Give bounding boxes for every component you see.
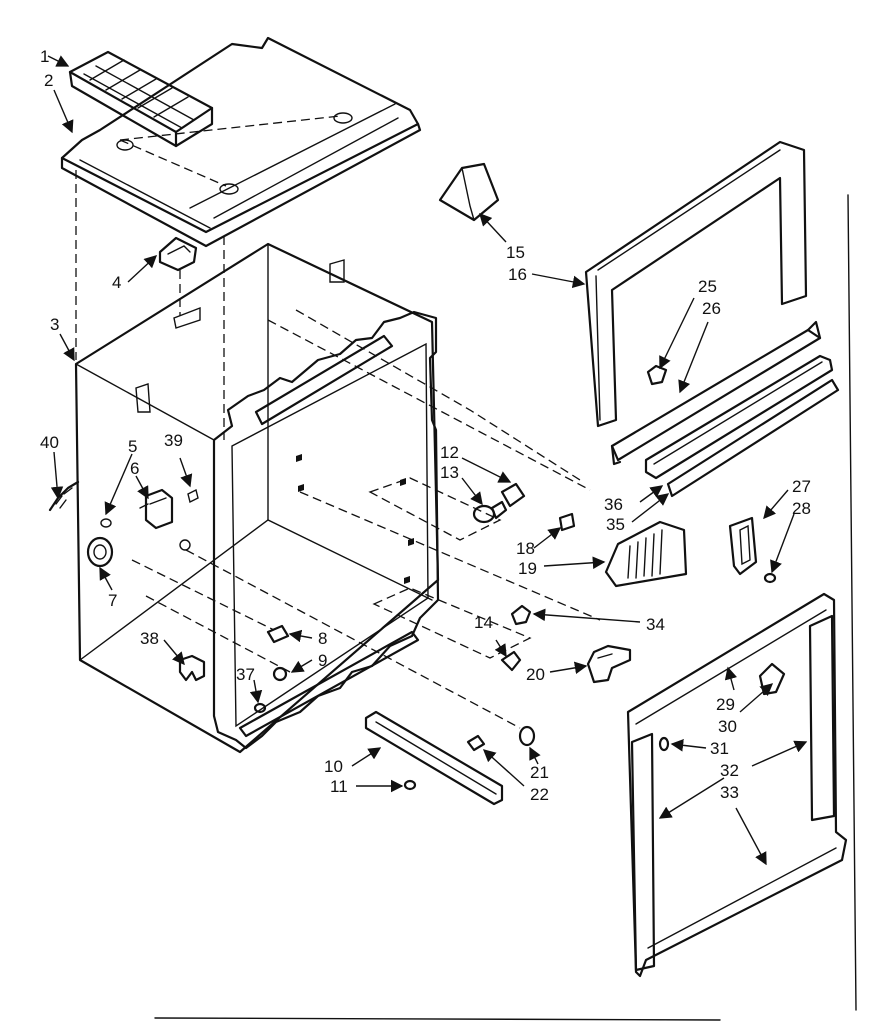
label-40: 40 [40,433,59,452]
upper-door-frame [584,140,808,428]
part-number-labels: 1 2 3 4 40 5 6 39 7 38 8 9 37 10 11 12 1… [40,47,811,804]
screw-5 [100,518,112,528]
cap-21 [518,725,536,747]
label-11: 11 [330,777,348,796]
label-19: 19 [518,559,537,578]
nut [272,666,288,682]
cabinet-liner [74,170,601,754]
label-30: 30 [718,717,737,736]
label-3: 3 [50,315,59,334]
label-29: 29 [716,695,735,714]
clip-14 [500,650,522,672]
label-31: 31 [710,739,729,758]
label-13: 13 [440,463,459,482]
label-33: 33 [720,783,739,802]
damper-bracket [158,236,198,272]
label-18: 18 [516,539,535,558]
door-trim-strip [644,354,840,498]
label-16: 16 [508,265,527,284]
thermostat-control [139,488,174,530]
leader-lines [47,55,808,866]
page-edge-line [847,194,857,1011]
label-26: 26 [702,299,721,318]
screw-31 [658,736,670,752]
bottom-rail [364,710,504,806]
light-switch [586,644,632,684]
label-10: 10 [324,757,343,776]
label-25: 25 [698,277,717,296]
knob [86,536,114,568]
door-stop-bracket [728,516,758,576]
bottom-edge-line [154,1017,721,1021]
light-socket [266,624,290,644]
door-light-switch [758,662,786,696]
label-7: 7 [108,591,117,610]
label-6: 6 [130,459,139,478]
label-12: 12 [440,443,459,462]
label-28: 28 [792,499,811,518]
label-32: 32 [720,761,739,780]
label-14: 14 [474,613,493,632]
screw-11 [403,779,417,791]
label-4: 4 [112,273,121,292]
label-34: 34 [646,615,665,634]
label-9: 9 [318,651,327,670]
label-39: 39 [164,431,183,450]
label-38: 38 [140,629,159,648]
clip-25 [646,364,668,386]
clip-22 [466,734,486,752]
hinge-cover [438,162,500,222]
label-21: 21 [530,763,549,782]
light-shield [604,520,688,588]
clip-39 [187,488,199,504]
wire-harness [48,480,80,512]
clip-38 [178,654,206,682]
label-22: 22 [530,785,549,804]
label-1: 1 [40,47,49,66]
top-cover-panel [60,36,422,248]
label-2: 2 [44,71,53,90]
ice-tray [68,50,214,148]
label-27: 27 [792,477,811,496]
door-retainer-strip [610,320,822,466]
label-20: 20 [526,665,545,684]
label-5: 5 [128,437,137,456]
clip-34 [510,604,532,626]
label-15: 15 [506,243,525,262]
lamp-socket [500,482,526,508]
label-8: 8 [318,629,327,648]
lower-door-frame [626,592,848,978]
shield-clip [558,512,576,532]
label-36: 36 [604,495,623,514]
screw-28 [763,572,777,584]
screw-37 [253,702,267,714]
light-bulb [472,500,508,524]
label-35: 35 [606,515,625,534]
label-37: 37 [236,665,255,684]
